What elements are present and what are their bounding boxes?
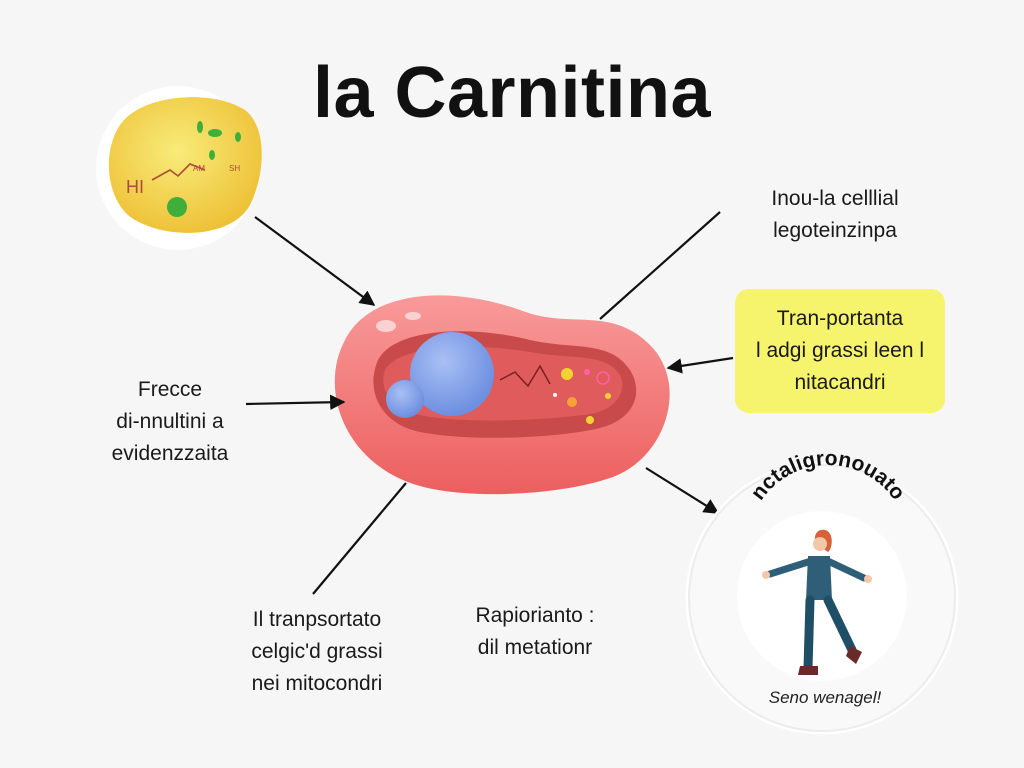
person-circle-ring (688, 464, 956, 732)
arrow-yellow-to-cell (254, 216, 376, 306)
person-arm-right (826, 558, 868, 582)
person-shoe (846, 646, 862, 664)
molecule-chain (151, 163, 206, 181)
label-line: evidenzzaita (111, 442, 229, 465)
label-line: l adgi grassi leen l (755, 339, 925, 362)
green-organelle (209, 150, 215, 160)
person-caption: Seno wenagel! (768, 688, 882, 707)
particle (553, 393, 557, 397)
particle (605, 393, 611, 399)
label-line: Rapiorianto : (475, 604, 595, 627)
person-leg-right (823, 595, 857, 655)
person-circle: nctaligronouato (685, 447, 959, 735)
arrow-cell-to-person (645, 467, 720, 514)
yellow-cell-text: AM (193, 164, 205, 173)
blue-sphere-large (410, 332, 494, 416)
fibre-strand (499, 364, 551, 388)
main-cell-illustration (334, 295, 670, 495)
person-shoe (798, 666, 818, 675)
label-bottom-left: Il tranpsortato celgic'd grassi nei mito… (222, 604, 412, 700)
particle (586, 416, 594, 424)
particle (567, 397, 577, 407)
label-line: Tran-portanta (776, 307, 904, 330)
cell-highlight (376, 320, 396, 332)
label-left: Frecce di-nnultini a evidenzzaita (70, 374, 270, 470)
cell-highlight (405, 312, 421, 320)
arrow-box-to-cell (666, 356, 734, 374)
label-line: legoteinzinpa (773, 219, 897, 242)
label-line: Il tranpsortato (252, 608, 382, 631)
yellow-cell-text: SH (229, 164, 240, 173)
arrow-left-to-cell (245, 394, 346, 410)
label-line: celgic'd grassi (251, 640, 383, 663)
green-organelle (208, 129, 222, 137)
person-hand (864, 575, 872, 583)
particle (561, 368, 573, 380)
label-line: Frecce (137, 378, 203, 401)
yellow-cell-text: HI (126, 177, 144, 197)
particle (584, 369, 590, 375)
label-top-right: Inou-la celllial legoteinzinpa (725, 183, 945, 247)
walking-person-figure (762, 529, 872, 675)
particle (596, 371, 610, 385)
yellow-cell-illustration: HI AM SH (96, 86, 262, 250)
label-line: Inou-la celllial (771, 187, 899, 210)
yellow-cell-body (108, 97, 262, 233)
pointer-bottom-left (312, 482, 407, 595)
label-line: di-nnultini a (116, 410, 224, 433)
label-line: dil metationr (477, 636, 593, 659)
pointer-top-right (599, 211, 721, 320)
blue-sphere-small (386, 380, 424, 418)
person-hand (762, 571, 770, 579)
green-organelle (167, 197, 187, 217)
label-line: nitacandri (794, 371, 886, 394)
page-title: la Carnitina (312, 53, 712, 133)
person-head (813, 537, 827, 551)
green-organelle (197, 121, 203, 133)
label-line: nei mitocondri (251, 672, 383, 695)
person-arm-left (766, 558, 812, 578)
green-organelle (235, 132, 241, 142)
label-bottom-mid: Rapiorianto : dil metationr (450, 600, 620, 664)
highlight-box: Tran-portanta l adgi grassi leen l nitac… (735, 289, 945, 413)
person-leg-left (803, 595, 815, 673)
person-torso (806, 556, 832, 600)
